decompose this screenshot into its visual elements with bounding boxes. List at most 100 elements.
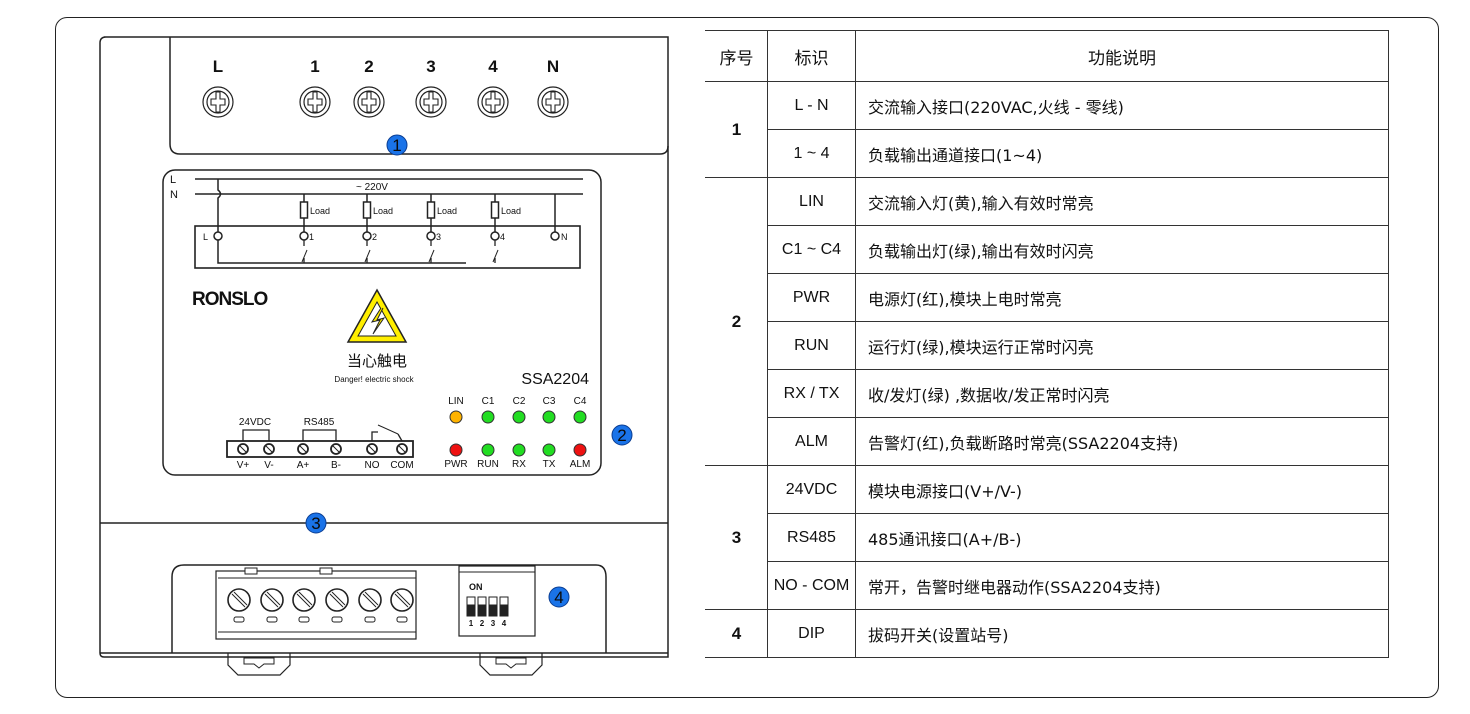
- mark-cell: RX / TX: [767, 369, 856, 418]
- dip-switch-4[interactable]: 4: [499, 596, 509, 628]
- outer-frame: [55, 17, 1439, 698]
- top-terminal-label: N: [547, 57, 559, 76]
- screw-icon: [545, 91, 561, 113]
- led-c3: C3: [542, 396, 556, 424]
- front-panel: [162, 169, 602, 476]
- mark-cell: C1 ~ C4: [767, 225, 856, 274]
- table-header-row: 序号 标识 功能说明: [705, 30, 1389, 82]
- dip-switch-2[interactable]: 2: [477, 596, 487, 628]
- din-clip-right: [479, 653, 543, 676]
- top-terminal-label: L: [213, 57, 223, 76]
- mark-cell: PWR: [767, 273, 856, 322]
- seq-cell: 3: [705, 465, 768, 610]
- top-terminal-1: 1: [299, 57, 331, 118]
- top-terminal-label: 2: [364, 57, 373, 76]
- dip-switch-number: 4: [502, 619, 507, 628]
- mark-cell: NO - COM: [767, 561, 856, 610]
- terminal-label: V+: [237, 460, 250, 471]
- svg-text:N: N: [170, 189, 178, 201]
- led-c1: C1: [481, 396, 495, 424]
- callout-3: 3: [305, 512, 327, 534]
- desc-cell: 负载输出通道接口(1~4): [855, 129, 1389, 178]
- led-label: ALM: [570, 459, 591, 470]
- plug-screw: [227, 588, 251, 623]
- header-desc: 功能说明: [855, 30, 1389, 82]
- mark-cell: 24VDC: [767, 465, 856, 514]
- desc-cell: 常开，告警时继电器动作(SSA2204支持): [855, 561, 1389, 610]
- group-label-24vdc: 24VDC: [239, 417, 271, 428]
- dip-switch-1[interactable]: 1: [466, 596, 476, 628]
- mark-cell: ALM: [767, 417, 856, 466]
- top-terminal-n: N: [537, 57, 569, 118]
- plug-screw: [260, 588, 284, 623]
- mark-cell: RS485: [767, 513, 856, 562]
- dip-switch-number: 1: [469, 619, 474, 628]
- desc-cell: 告警灯(红),负载断路时常亮(SSA2204支持): [855, 417, 1389, 466]
- top-terminal-block: [169, 37, 669, 155]
- led-label: C2: [513, 396, 526, 407]
- led-label: C3: [543, 396, 556, 407]
- led-indicator: [449, 410, 463, 424]
- dip-switch-3[interactable]: 3: [488, 596, 498, 628]
- top-terminal-label: 4: [488, 57, 498, 76]
- led-indicator: [542, 410, 556, 424]
- led-label: TX: [543, 459, 556, 470]
- led-label: PWR: [444, 459, 467, 470]
- led-indicator: [449, 443, 463, 457]
- led-pwr: PWR: [444, 443, 468, 470]
- led-run: RUN: [477, 443, 499, 470]
- plug-terminal-block: [215, 567, 417, 640]
- svg-text:N: N: [561, 232, 568, 242]
- led-label: LIN: [448, 396, 464, 407]
- seq-cell: 4: [705, 609, 768, 658]
- led-lin: LIN: [448, 396, 464, 424]
- callout-1: 1: [386, 134, 408, 156]
- top-terminal-3: 3: [415, 57, 447, 118]
- load-resistor: [299, 201, 309, 219]
- warning-cn-label: 当心触电: [347, 353, 407, 370]
- load-label: Load: [310, 206, 330, 216]
- led-c2: C2: [512, 396, 526, 424]
- warning-en-label: Danger! electric shock: [334, 375, 414, 384]
- svg-text:1: 1: [392, 136, 401, 155]
- led-alm: ALM: [570, 443, 591, 470]
- plug-screw: [390, 588, 414, 623]
- screw-icon: [485, 91, 501, 113]
- dip-switch-number: 2: [480, 619, 485, 628]
- top-terminal-label: 1: [310, 57, 319, 76]
- top-terminal-2: 2: [353, 57, 385, 118]
- led-indicator: [573, 410, 587, 424]
- callout-2: 2: [611, 424, 633, 446]
- svg-text:3: 3: [311, 514, 320, 533]
- top-terminals: L 1 2 3 4 N: [202, 57, 569, 118]
- din-clip-left: [227, 653, 291, 676]
- terminal-label: B-: [331, 460, 341, 471]
- mark-cell: L - N: [767, 81, 856, 130]
- mark-cell: 1 ~ 4: [767, 129, 856, 178]
- screw-icon: [361, 91, 377, 113]
- led-indicator: [542, 443, 556, 457]
- top-terminal-l: L: [202, 57, 234, 118]
- terminal-label: COM: [390, 460, 413, 471]
- led-rx: RX: [512, 443, 526, 470]
- desc-cell: 电源灯(红),模块上电时常亮: [855, 273, 1389, 322]
- mark-cell: RUN: [767, 321, 856, 370]
- led-label: C1: [482, 396, 495, 407]
- led-indicator: [481, 443, 495, 457]
- svg-text:2: 2: [372, 232, 377, 242]
- screw-icon: [210, 91, 226, 113]
- led-c4: C4: [573, 396, 587, 424]
- load-resistor: [490, 201, 500, 219]
- led-label: RX: [512, 459, 526, 470]
- screw-icon: [423, 91, 439, 113]
